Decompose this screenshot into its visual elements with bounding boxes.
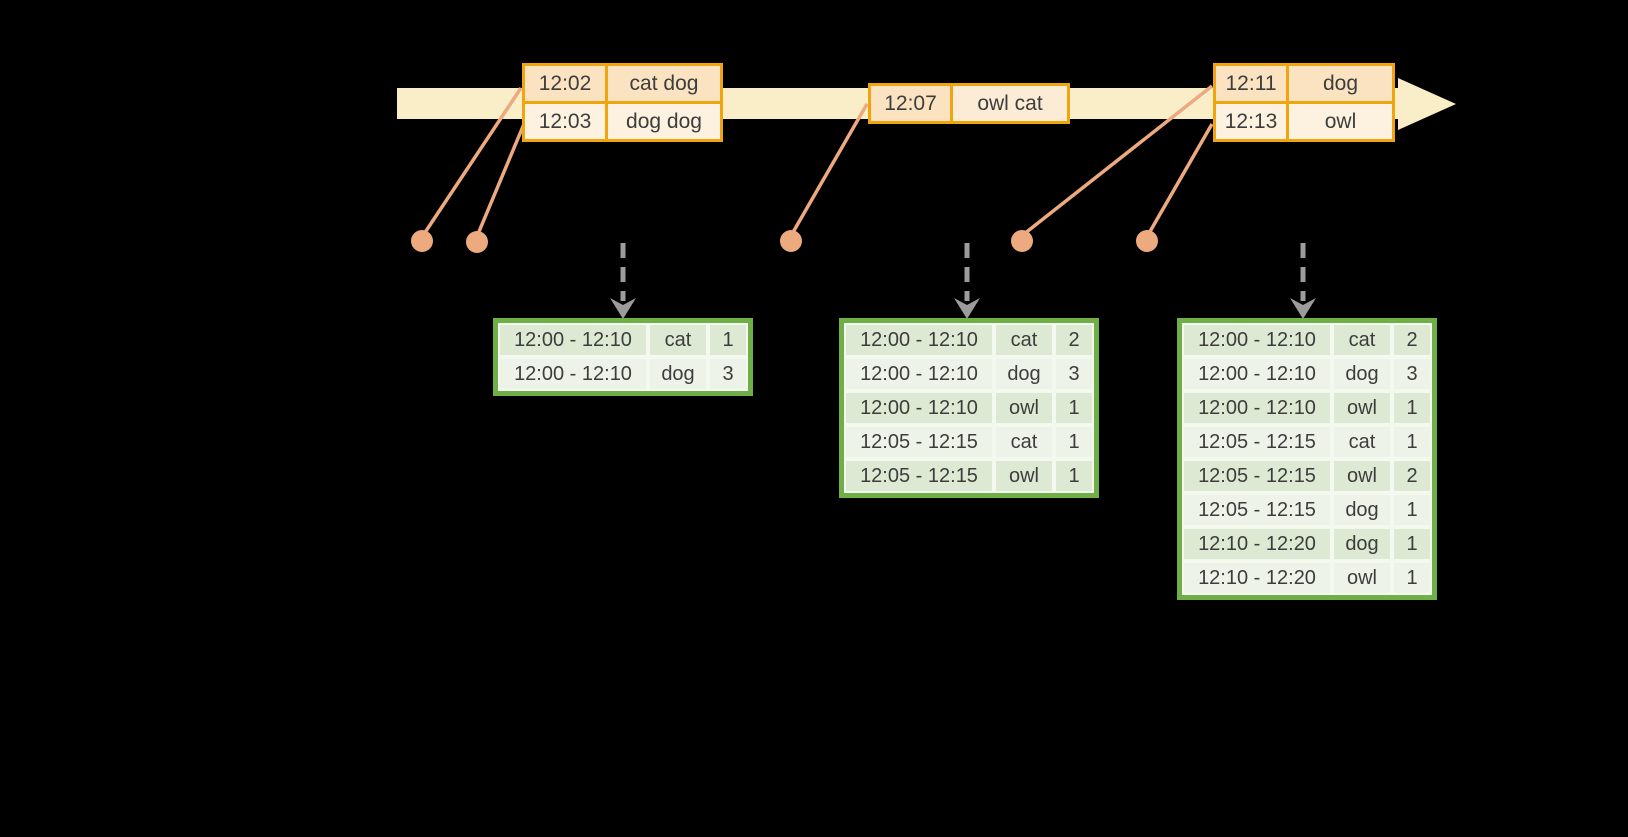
window-cell: 12:05 - 12:15 xyxy=(1182,459,1332,493)
event-time: 12:02 xyxy=(525,66,605,101)
window-cell: 12:00 - 12:10 xyxy=(844,323,994,357)
connector-line xyxy=(422,87,523,235)
word-cell: owl xyxy=(994,391,1054,425)
connector-line xyxy=(476,123,526,235)
word-cell: cat xyxy=(1332,323,1392,357)
count-cell: 3 xyxy=(1392,357,1432,391)
word-cell: dog xyxy=(994,357,1054,391)
count-cell: 1 xyxy=(1392,527,1432,561)
count-cell: 1 xyxy=(708,323,748,357)
arrow-down-icon xyxy=(610,298,636,319)
word-cell: cat xyxy=(648,323,708,357)
event-dot xyxy=(780,230,802,252)
event-dot xyxy=(466,231,488,253)
window-cell: 12:00 - 12:10 xyxy=(844,357,994,391)
word-cell: cat xyxy=(1332,425,1392,459)
window-cell: 12:00 - 12:10 xyxy=(1182,391,1332,425)
window-cell: 12:05 - 12:15 xyxy=(1182,425,1332,459)
word-cell: owl xyxy=(1332,561,1392,595)
event-dots xyxy=(411,230,1158,253)
event-words: cat dog xyxy=(608,66,720,101)
window-cell: 12:00 - 12:10 xyxy=(498,323,648,357)
window-cell: 12:10 - 12:20 xyxy=(1182,527,1332,561)
window-cell: 12:05 - 12:15 xyxy=(1182,493,1332,527)
event-box-2: 12:07 owl cat xyxy=(868,83,1070,124)
trigger-arrowheads xyxy=(610,298,1316,319)
count-cell: 1 xyxy=(1392,561,1432,595)
event-box-3: 12:11 dog 12:13 owl xyxy=(1213,63,1395,142)
trigger-arrow-lines xyxy=(620,243,1306,301)
event-words: owl cat xyxy=(953,86,1067,121)
word-cell: owl xyxy=(994,459,1054,493)
count-cell: 2 xyxy=(1392,459,1432,493)
event-box-1: 12:02 cat dog 12:03 dog dog xyxy=(522,63,723,142)
word-cell: dog xyxy=(1332,493,1392,527)
count-cell: 1 xyxy=(1054,459,1094,493)
count-cell: 2 xyxy=(1054,323,1094,357)
connector-line xyxy=(790,103,869,235)
count-cell: 3 xyxy=(1054,357,1094,391)
event-time: 12:13 xyxy=(1216,104,1286,139)
event-connector-lines xyxy=(422,84,1214,236)
event-words: owl xyxy=(1289,104,1392,139)
word-cell: dog xyxy=(648,357,708,391)
count-cell: 1 xyxy=(1054,425,1094,459)
window-cell: 12:10 - 12:20 xyxy=(1182,561,1332,595)
count-cell: 3 xyxy=(708,357,748,391)
connector-line xyxy=(1022,84,1214,236)
word-cell: cat xyxy=(994,425,1054,459)
count-cell: 1 xyxy=(1054,391,1094,425)
timeline-arrowhead-icon xyxy=(1398,78,1456,130)
count-cell: 2 xyxy=(1392,323,1432,357)
event-dot xyxy=(411,230,433,252)
event-time: 12:03 xyxy=(525,104,605,139)
event-words: dog dog xyxy=(608,104,720,139)
arrow-down-icon xyxy=(954,298,980,319)
window-cell: 12:05 - 12:15 xyxy=(844,425,994,459)
connector-line xyxy=(1146,123,1214,236)
window-cell: 12:00 - 12:10 xyxy=(498,357,648,391)
window-cell: 12:00 - 12:10 xyxy=(1182,357,1332,391)
window-cell: 12:05 - 12:15 xyxy=(844,459,994,493)
count-cell: 1 xyxy=(1392,391,1432,425)
count-cell: 1 xyxy=(1392,493,1432,527)
word-cell: cat xyxy=(994,323,1054,357)
window-cell: 12:00 - 12:10 xyxy=(1182,323,1332,357)
event-dot xyxy=(1136,230,1158,252)
arrow-down-icon xyxy=(1290,298,1316,319)
count-cell: 1 xyxy=(1392,425,1432,459)
event-words: dog xyxy=(1289,66,1392,101)
word-cell: owl xyxy=(1332,391,1392,425)
word-cell: dog xyxy=(1332,527,1392,561)
event-time: 12:11 xyxy=(1216,66,1286,101)
word-cell: owl xyxy=(1332,459,1392,493)
event-time: 12:07 xyxy=(871,86,950,121)
window-cell: 12:00 - 12:10 xyxy=(844,391,994,425)
word-cell: dog xyxy=(1332,357,1392,391)
event-dot xyxy=(1011,230,1033,252)
